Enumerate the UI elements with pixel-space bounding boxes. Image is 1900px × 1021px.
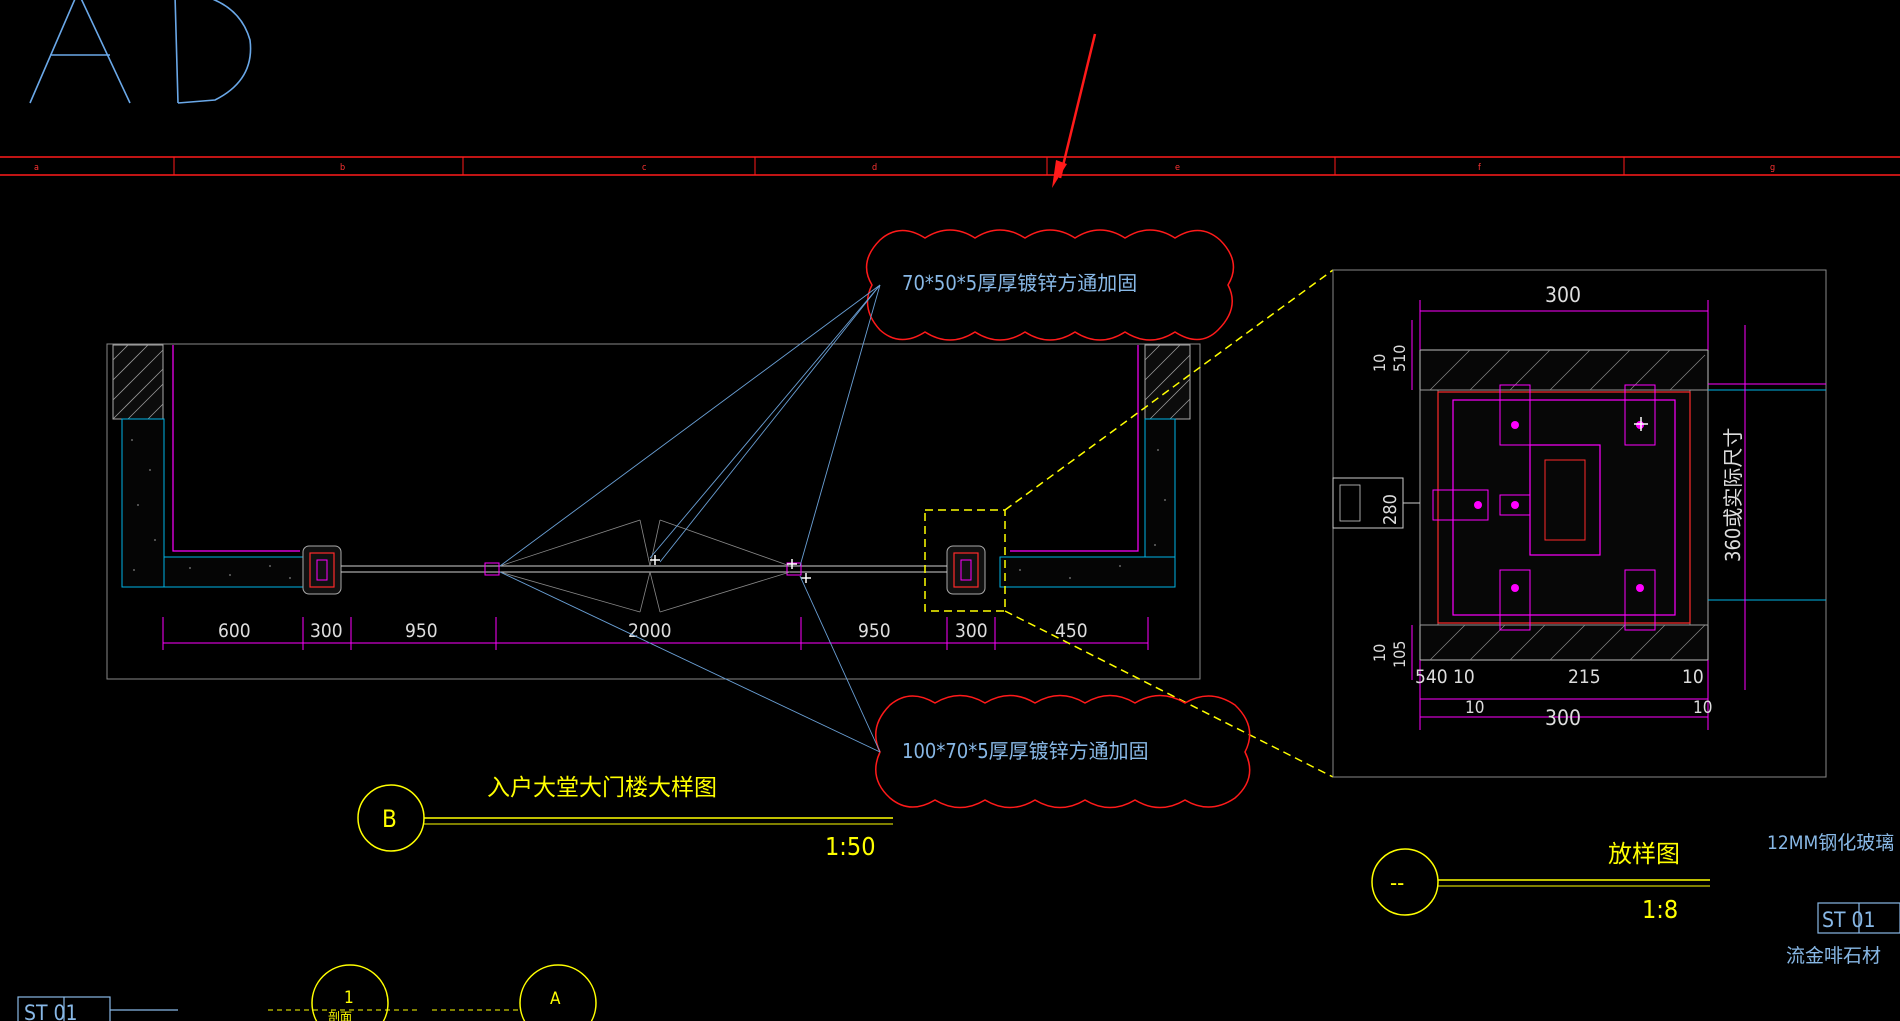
plan-dimension-labels: 600 300 950 2000 950 300 450 (218, 620, 1088, 642)
st01-tag-left: ST 01 (17, 996, 178, 1021)
letter-a-outline (29, 0, 131, 104)
detail-dim-10a: 10 (1370, 354, 1389, 372)
st01-left-text: ST 01 (24, 1001, 78, 1021)
detail-dim-10-right: 10 (1682, 666, 1704, 688)
door-pivot-markers (650, 555, 811, 583)
dim-2000: 2000 (628, 620, 672, 642)
detail-reference-marker (924, 269, 1334, 778)
detail-dimension-lines (1411, 300, 1746, 730)
detail-bottom-dim: 300 (1545, 706, 1581, 730)
ruler-tick-g: g (1770, 163, 1775, 173)
main-scale: 1:50 (825, 832, 876, 861)
callout-bottom-text: 100*70*5厚厚镀锌方通加固 (902, 739, 1149, 763)
ruler-tick-b: b (340, 163, 345, 173)
main-title-badge-letter: B (382, 805, 397, 833)
section-ref-a-letter: A (550, 989, 561, 1009)
ruler-tick-labels: a b c d e f g (34, 163, 1775, 173)
callout-top-text: 70*50*5厚厚镀锌方通加固 (902, 271, 1137, 295)
detail-dim-10-left-low: 10 (1465, 698, 1484, 718)
red-arrow-annotation (1052, 33, 1097, 188)
detail-scale: 1:8 (1642, 895, 1678, 924)
stone-note: 流金啡石材 (1786, 945, 1881, 967)
dim-300-left: 300 (310, 620, 343, 642)
section-ref-1-sub: 剖面 (328, 1010, 352, 1021)
ruler-tick-a: a (34, 163, 39, 173)
plan-dimension-chain (162, 617, 1149, 650)
dim-950-left: 950 (405, 620, 438, 642)
detail-dim-510: 510 (1390, 345, 1409, 372)
plan-frame (106, 343, 1201, 680)
ruler-tick-c: c (642, 163, 646, 173)
main-title-block: B 入户大堂大门楼大样图 1:50 (357, 775, 893, 861)
detail-dimension-labels: 300 300 215 540 10 10 10 10 10 510 280 1… (1370, 283, 1745, 730)
main-title: 入户大堂大门楼大样图 (487, 775, 717, 801)
detail-dim-10b: 10 (1370, 644, 1389, 662)
dim-950-right: 950 (858, 620, 891, 642)
right-door-post (946, 545, 986, 595)
detail-vertical-label: 360或实际尺寸 (1721, 428, 1745, 562)
detail-title: 放样图 (1608, 840, 1680, 868)
detail-title-block: -- 放样图 1:8 (1371, 840, 1710, 924)
sheet-letters (29, 0, 252, 104)
detail-dim-215: 215 (1568, 666, 1601, 688)
callout-cloud-bottom[interactable]: 100*70*5厚厚镀锌方通加固 (875, 694, 1251, 809)
dim-450: 450 (1055, 620, 1088, 642)
detail-dim-105: 105 (1390, 641, 1409, 668)
dim-600: 600 (218, 620, 251, 642)
detail-dim-280: 280 (1380, 494, 1401, 525)
detail-title-badge (1371, 848, 1439, 916)
section-ref-1-number: 1 (344, 988, 354, 1008)
callout-cloud-top[interactable]: 70*50*5厚厚镀锌方通加固 (865, 229, 1235, 341)
left-door-post (302, 545, 342, 595)
detail-bottom-row: 540 10 (1415, 666, 1475, 688)
section-ref-1: 1 剖面 (268, 964, 418, 1021)
ruler-tick-d: d (872, 163, 877, 173)
callout-leader-lines (499, 284, 881, 753)
st01-right-text: ST 01 (1822, 908, 1876, 932)
detail-section (1332, 349, 1826, 661)
glass-door-line (341, 562, 947, 576)
section-ref-a: A (432, 964, 597, 1021)
letter-b-outline (174, 0, 252, 104)
detail-top-dim: 300 (1545, 283, 1581, 307)
dim-300-right: 300 (955, 620, 988, 642)
detail-title-badge-text: -- (1390, 871, 1404, 896)
detail-dim-10-right-low: 10 (1693, 698, 1712, 718)
ruler-tick-f: f (1478, 163, 1481, 173)
ruler-tick-e: e (1175, 163, 1180, 173)
right-wall (999, 344, 1191, 588)
st01-tag-right: ST 01 (1817, 902, 1900, 934)
door-swing-arcs (499, 519, 791, 613)
top-ruler (0, 156, 1900, 176)
left-wall (112, 344, 315, 588)
glass-note: 12MM钢化玻璃 (1767, 832, 1894, 854)
